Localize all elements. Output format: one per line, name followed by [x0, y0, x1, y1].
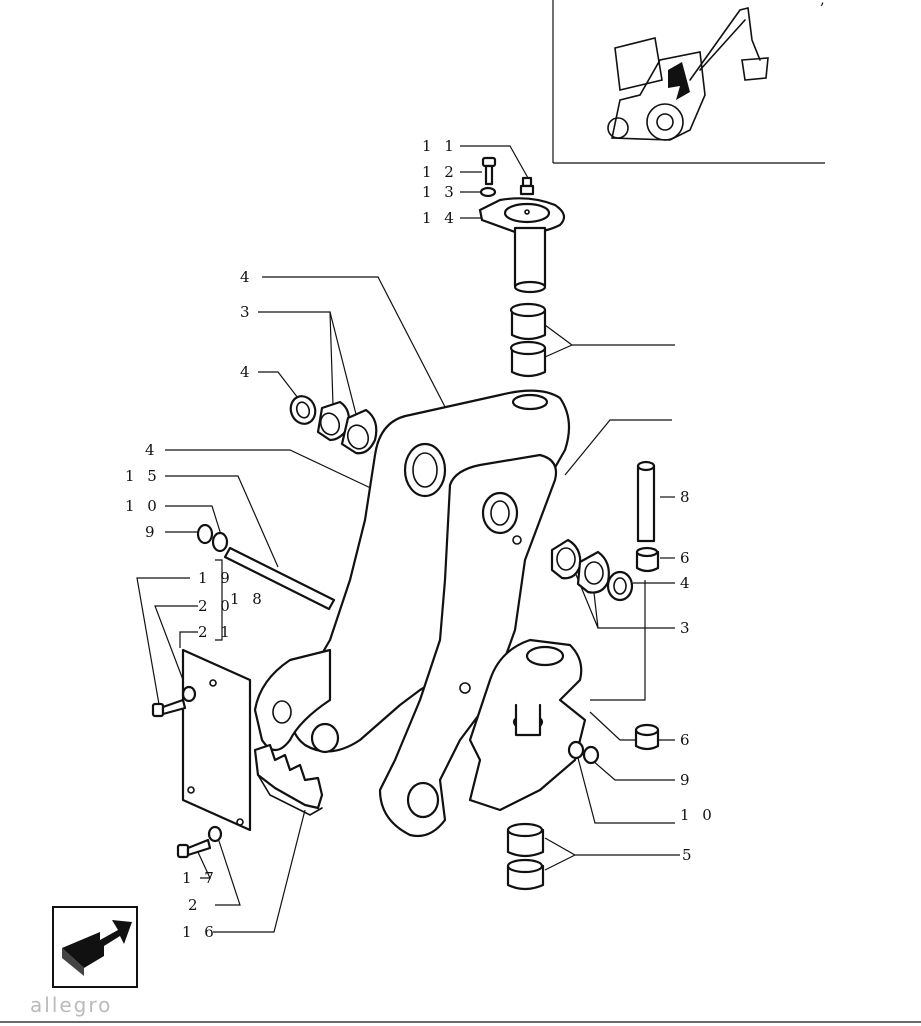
callout-16: 1 6: [182, 923, 218, 941]
left-bearing-stack: [289, 395, 378, 455]
callout-4-top: 4: [240, 268, 254, 286]
callout-10-right: 1 0: [680, 806, 716, 824]
callout-6-upper: 6: [680, 549, 694, 567]
grease-nipple-part-11: [519, 176, 535, 196]
callout-15: 1 5: [125, 467, 161, 485]
callout-4-right: 4: [680, 574, 694, 592]
callout-4-middle: 4: [145, 441, 159, 459]
top-pin-part-14: [478, 197, 566, 294]
leader-lines: [136, 145, 680, 933]
callout-8: 8: [680, 488, 694, 506]
rack-part-16: [253, 743, 324, 816]
callout-21: 2 1: [198, 623, 234, 641]
top-bushings-part-5: [509, 302, 547, 378]
machine-thumbnail: ,: [552, 0, 829, 164]
callout-14: 1 4: [422, 209, 458, 227]
callout-3-left: 3: [240, 303, 254, 321]
callout-17: 1 7: [182, 869, 218, 887]
callout-19: 1 9: [198, 569, 234, 587]
callout-18: 1 8: [230, 590, 266, 608]
bolt-part-17: [176, 825, 223, 859]
callout-12: 1 2: [422, 163, 458, 181]
callout-9-left: 9: [145, 523, 159, 541]
callout-5-bottom: 5: [682, 846, 696, 864]
callout-4-left: 4: [240, 363, 254, 381]
washers-part-9-10-right: [567, 740, 600, 765]
callout-6-lower: 6: [680, 731, 694, 749]
bolt-part-19: [151, 685, 197, 718]
plate-part-21: [181, 648, 252, 832]
svg-text:,: ,: [820, 0, 829, 8]
washer-part-13: [479, 186, 497, 198]
navigation-arrow-icon[interactable]: [52, 906, 138, 988]
callout-3-right: 3: [680, 619, 694, 637]
watermark-text: allegro: [30, 993, 112, 1017]
bolt-part-12: [481, 156, 497, 186]
swing-frame: [253, 389, 587, 838]
washers-part-9-10-left: [196, 523, 229, 553]
callout-11: 1 1: [422, 137, 458, 155]
bushing-part-6-lower: [634, 723, 660, 751]
callout-13: 1 3: [422, 183, 458, 201]
pin-part-8: [636, 460, 656, 543]
rod-part-15: [223, 546, 336, 611]
callout-9-right: 9: [680, 771, 694, 789]
callout-2: 2: [188, 896, 202, 914]
callout-10-left: 1 0: [125, 497, 161, 515]
callout-labels: 1 1 1 2 1 3 1 4 4 3 4 4 1 5 1 0 9 1 9 1 …: [125, 137, 716, 941]
callout-20: 2 0: [198, 597, 234, 615]
right-bearing-stack: [550, 538, 634, 602]
bottom-bushings-part-5: [506, 822, 545, 891]
bushing-part-6-upper: [635, 546, 660, 573]
parts: [151, 156, 660, 891]
